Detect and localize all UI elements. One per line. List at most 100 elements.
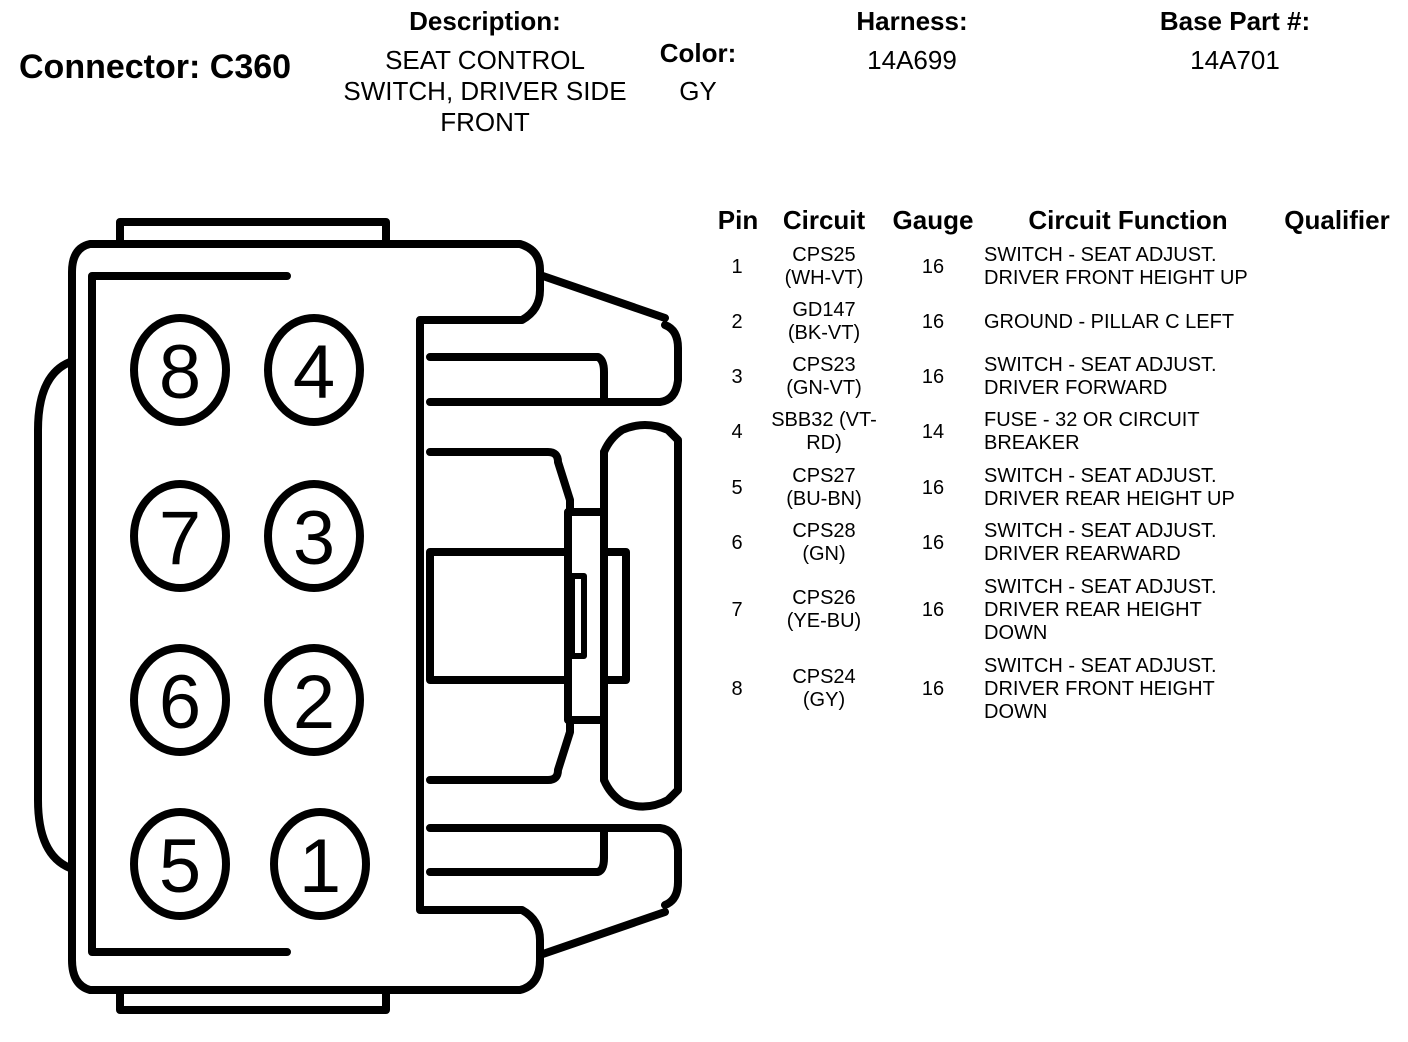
connector-lower-slot [426, 824, 608, 876]
pin-7-ring [130, 480, 230, 592]
row-gauge: 16 [921, 310, 945, 333]
row-gauge: 16 [921, 598, 945, 621]
row-qualifier [1280, 573, 1390, 647]
pin-2-ring [264, 644, 364, 756]
connector-key-lower-arm [426, 716, 608, 784]
row-circuit: CPS23 (GN-VT) [786, 354, 862, 399]
connector-upper-wing [536, 271, 669, 322]
row-gauge: 16 [921, 365, 945, 388]
row-circuit: CPS26 (YE-BU) [786, 587, 862, 632]
row-qualifier [1280, 652, 1390, 726]
table-row: 8 CPS24 (GY) 16 SWITCH - SEAT ADJUST. DR… [700, 652, 1400, 726]
row-pin: 2 [731, 310, 743, 333]
connector-lower-latch [426, 824, 682, 909]
connector-key-tab [600, 548, 630, 684]
table-header-pin: Pin [717, 205, 759, 235]
table-row: 2 GD147 (BK-VT) 16 GROUND - PILLAR C LEF… [700, 297, 1400, 347]
table-row: 3 CPS23 (GN-VT) 16 SWITCH - SEAT ADJUST.… [700, 352, 1400, 402]
connector-key-inner-block [426, 548, 572, 684]
connector-key-notch [569, 573, 587, 659]
row-pin: 6 [731, 531, 743, 554]
harness-value: 14A699 [867, 45, 957, 75]
row-qualifier [1280, 297, 1390, 347]
pin-6-label: 6 [159, 660, 201, 745]
row-circuit: CPS25 (WH-VT) [784, 244, 864, 289]
connector-left-latch [34, 358, 74, 872]
row-circuit: CPS24 (GY) [792, 666, 856, 711]
row-function: SWITCH - SEAT ADJUST. DRIVER REARWARD [984, 520, 1217, 565]
connector-upper-latch [426, 321, 682, 406]
row-pin: 3 [731, 365, 743, 388]
row-function: SWITCH - SEAT ADJUST. DRIVER FRONT HEIGH… [984, 244, 1248, 289]
row-function: SWITCH - SEAT ADJUST. DRIVER REAR HEIGHT… [984, 575, 1217, 644]
row-pin: 7 [731, 598, 743, 621]
row-qualifier [1280, 463, 1390, 513]
pin-2: 2 [264, 644, 364, 756]
table-header-circuit-function: Circuit Function [1028, 205, 1228, 235]
row-function: SWITCH - SEAT ADJUST. DRIVER FORWARD [984, 354, 1217, 399]
row-pin: 4 [731, 420, 743, 443]
pin-8-label: 8 [159, 330, 201, 415]
pin-3-ring [264, 480, 364, 592]
pin-8: 8 [130, 314, 230, 426]
harness-label: Harness: [856, 6, 968, 36]
pin-4-label: 4 [293, 330, 335, 415]
row-gauge: 16 [921, 255, 945, 278]
pin-6-ring [130, 644, 230, 756]
table-row: 7 CPS26 (YE-BU) 16 SWITCH - SEAT ADJUST.… [700, 573, 1400, 647]
row-function: SWITCH - SEAT ADJUST. DRIVER FRONT HEIGH… [984, 654, 1217, 723]
pin-1-ring [270, 808, 370, 920]
connector-key-outer [600, 421, 682, 811]
row-qualifier [1280, 352, 1390, 402]
pin-4-ring [264, 314, 364, 426]
row-function: GROUND - PILLAR C LEFT [984, 310, 1235, 333]
color-label: Color: [659, 38, 737, 68]
connector-upper-slot [426, 353, 608, 406]
connector-bottom-tab [116, 986, 390, 1014]
pin-3: 3 [264, 480, 364, 592]
row-circuit: CPS27 (BU-BN) [786, 465, 862, 510]
connector-face-diagram: 8 7 6 5 4 3 2 1 [34, 218, 682, 1014]
row-pin: 1 [731, 255, 743, 278]
base-part-label: Base Part #: [1159, 6, 1311, 36]
base-part-value: 14A701 [1190, 45, 1280, 75]
pin-7-label: 7 [159, 496, 201, 581]
row-circuit: GD147 (BK-VT) [787, 299, 861, 344]
connector-key-upper-arm [426, 448, 608, 516]
pin-1: 1 [270, 808, 370, 920]
table-row: 1 CPS25 (WH-VT) 16 SWITCH - SEAT ADJUST.… [700, 242, 1400, 292]
connector-inner-frame [88, 272, 291, 956]
row-qualifier [1280, 407, 1390, 457]
row-circuit: CPS28 (GN) [792, 520, 856, 565]
color-value: GY [679, 76, 717, 106]
pin-6: 6 [130, 644, 230, 756]
row-gauge: 16 [921, 677, 945, 700]
description-value: SEAT CONTROL SWITCH, DRIVER SIDE FRONT [343, 45, 627, 137]
row-qualifier [1280, 518, 1390, 568]
row-function: SWITCH - SEAT ADJUST. DRIVER REAR HEIGHT… [984, 465, 1235, 510]
connector-lower-wing [536, 908, 669, 959]
pin-5-ring [130, 808, 230, 920]
pin-8-ring [130, 314, 230, 426]
table-header-qualifier: Qualifier [1284, 205, 1390, 235]
table-row: 4 SBB32 (VT- RD) 14 FUSE - 32 OR CIRCUIT… [700, 407, 1400, 457]
pin-2-label: 2 [293, 660, 335, 745]
row-gauge: 16 [921, 476, 945, 499]
table-header-circuit: Circuit [782, 205, 866, 235]
table-row: 6 CPS28 (GN) 16 SWITCH - SEAT ADJUST. DR… [700, 518, 1400, 568]
connector-top-tab [116, 218, 390, 248]
row-pin: 8 [731, 677, 743, 700]
pin-1-label: 1 [299, 824, 341, 909]
description-label: Description: [409, 6, 561, 36]
row-gauge: 14 [921, 420, 945, 443]
table-header-gauge: Gauge [892, 205, 974, 235]
pin-5: 5 [130, 808, 230, 920]
pin-7: 7 [130, 480, 230, 592]
pin-5-label: 5 [159, 824, 201, 909]
pin-4: 4 [264, 314, 364, 426]
row-function: FUSE - 32 OR CIRCUIT BREAKER [984, 409, 1200, 454]
pin-3-label: 3 [293, 496, 335, 581]
row-gauge: 16 [921, 531, 945, 554]
row-pin: 5 [731, 476, 743, 499]
row-circuit: SBB32 (VT- RD) [771, 409, 877, 454]
